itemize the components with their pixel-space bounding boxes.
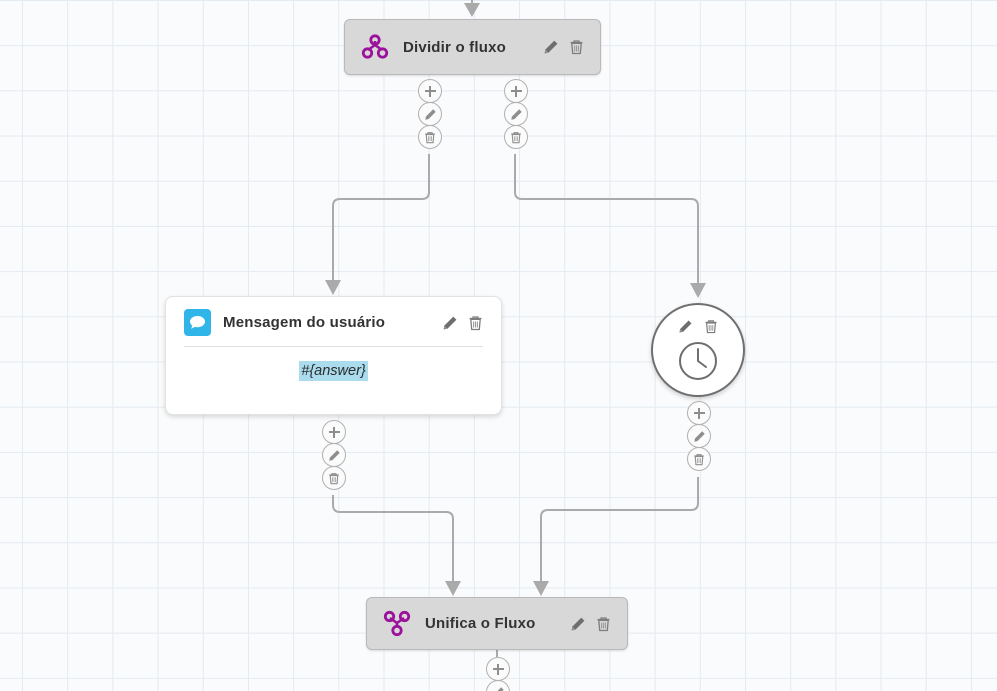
- node-actions: [442, 314, 483, 331]
- card-divider: [184, 346, 483, 347]
- edit-connector-button[interactable]: [486, 680, 510, 691]
- edit-node-button[interactable]: [543, 39, 559, 56]
- delete-connector-button[interactable]: [504, 125, 528, 149]
- delete-connector-button[interactable]: [687, 447, 711, 471]
- delete-connector-button[interactable]: [418, 125, 442, 149]
- add-step-button[interactable]: [486, 657, 510, 681]
- add-step-button[interactable]: [322, 420, 346, 444]
- delete-node-button[interactable]: [703, 318, 719, 335]
- edge-user-message-to-merge: [332, 495, 461, 596]
- node-delay-timer[interactable]: [651, 303, 745, 397]
- edit-connector-button[interactable]: [504, 102, 528, 126]
- connector-stack-user-message: [322, 420, 346, 490]
- delete-node-button[interactable]: [568, 39, 584, 56]
- node-user-message[interactable]: Mensagem do usuário: [165, 296, 502, 415]
- edit-connector-button[interactable]: [322, 443, 346, 467]
- edit-connector-button[interactable]: [687, 424, 711, 448]
- edit-connector-button[interactable]: [418, 102, 442, 126]
- edge-split-right-to-delay: [514, 154, 706, 298]
- variable-token[interactable]: #{answer}: [299, 361, 368, 382]
- card-header: Mensagem do usuário: [166, 297, 501, 346]
- edge-split-left-to-user-message: [325, 154, 430, 295]
- delete-connector-button[interactable]: [322, 466, 346, 490]
- node-actions: [570, 615, 611, 632]
- edge-incoming-to-split: [464, 0, 480, 17]
- edit-node-button[interactable]: [677, 318, 693, 335]
- add-step-button[interactable]: [687, 401, 711, 425]
- add-step-button[interactable]: [504, 79, 528, 103]
- connector-stack-delay: [687, 401, 711, 471]
- node-merge-flow[interactable]: Unifica o Fluxo: [366, 597, 628, 650]
- node-title: Dividir o fluxo: [403, 38, 507, 56]
- delete-node-button[interactable]: [467, 314, 483, 331]
- edit-node-button[interactable]: [442, 314, 458, 331]
- connector-stack-merge: [486, 657, 510, 691]
- edge-delay-to-merge: [533, 477, 699, 596]
- connector-stack-split-right: [504, 79, 528, 149]
- card-body: #{answer}: [166, 347, 501, 399]
- connector-stack-split-left: [418, 79, 442, 149]
- node-actions: [543, 39, 584, 56]
- chat-bubble-icon: [184, 309, 211, 336]
- edit-node-button[interactable]: [570, 615, 586, 632]
- delete-node-button[interactable]: [595, 615, 611, 632]
- split-flow-icon: [361, 33, 389, 61]
- node-title: Mensagem do usuário: [223, 314, 386, 331]
- node-title: Unifica o Fluxo: [425, 615, 536, 632]
- add-step-button[interactable]: [418, 79, 442, 103]
- clock-icon: [677, 340, 719, 382]
- node-actions: [677, 318, 719, 335]
- node-split-flow[interactable]: Dividir o fluxo: [344, 19, 601, 75]
- merge-flow-icon: [383, 610, 411, 638]
